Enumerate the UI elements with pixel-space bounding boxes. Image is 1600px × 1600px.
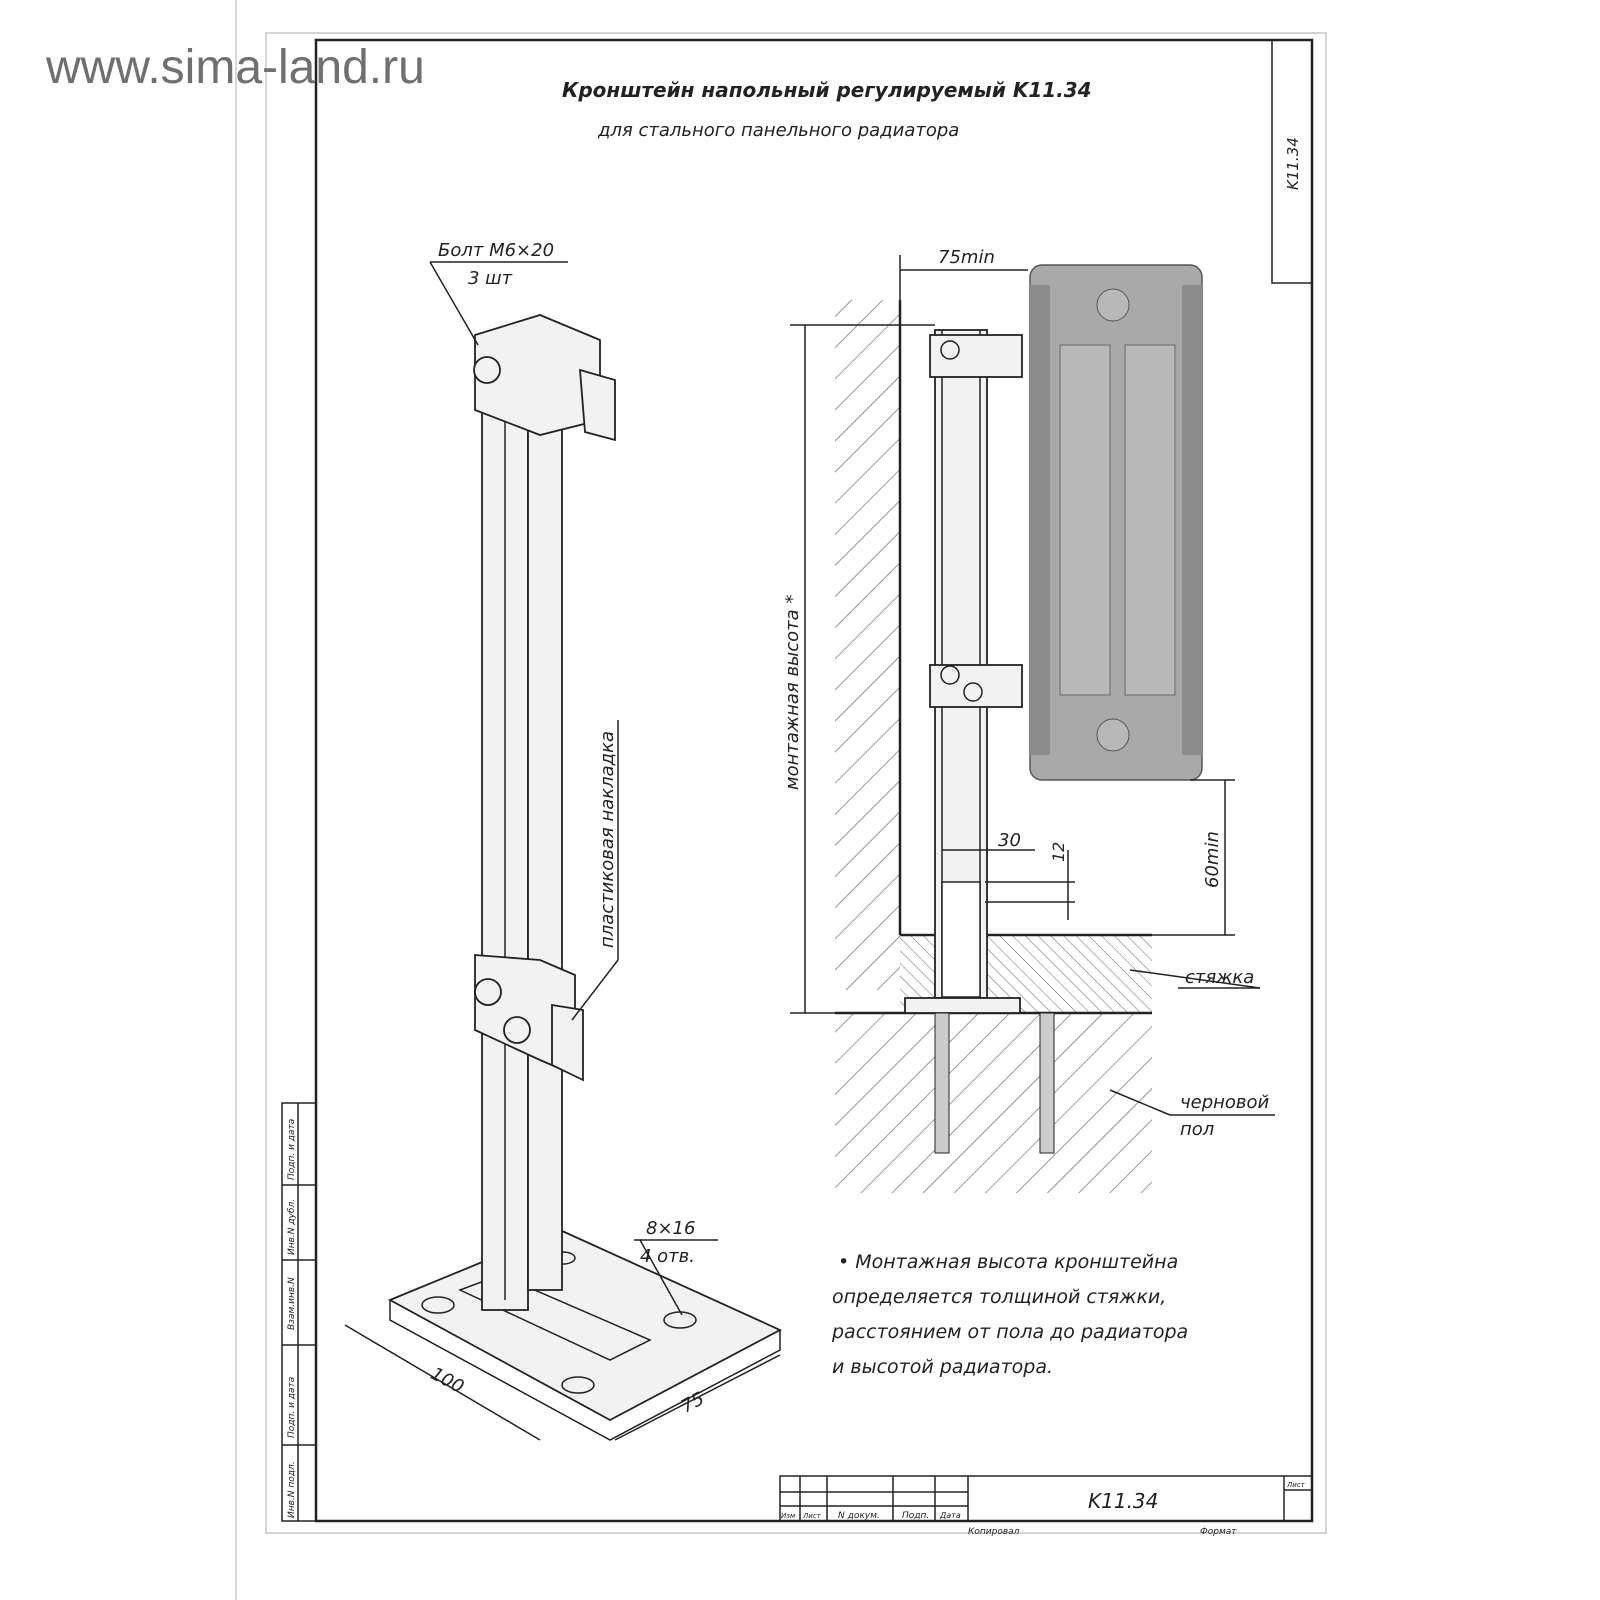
note-line: • Монтажная высота кронштейна: [838, 1251, 1178, 1273]
col-label: Дата: [939, 1511, 961, 1520]
col-label: Лист: [802, 1512, 822, 1520]
plastic-pad: [551, 1003, 584, 1082]
copied-label: Копировал: [968, 1527, 1020, 1537]
bolt-qty: 3 шт: [468, 268, 513, 289]
corner-code-box: [1271, 39, 1313, 284]
footnote: • Монтажная высота кронштейна определяет…: [831, 1251, 1188, 1378]
hole-count: 4 отв.: [640, 1246, 695, 1267]
screed-label: стяжка: [1185, 967, 1254, 988]
hole-size: 8×16: [646, 1218, 695, 1239]
col-label: Изм: [781, 1512, 796, 1520]
note-line: расстоянием от пола до радиатора: [831, 1321, 1188, 1343]
dim-width-line: [614, 1354, 781, 1441]
corner-code: K11.34: [1284, 137, 1302, 190]
dim-insert: 12: [1049, 842, 1068, 862]
dim-width: 75: [678, 1388, 708, 1417]
bolt-icon: [503, 1016, 531, 1044]
foot-plate: [904, 997, 1021, 1014]
dim-length-line: [344, 1324, 541, 1441]
stamp-label: Взам.инв.N: [287, 1277, 297, 1330]
pad-label: пластиковая накладка: [597, 731, 618, 948]
note-line: и высотой радиатора.: [832, 1356, 1053, 1378]
subfloor: [835, 1013, 1152, 1193]
stamp-label: Подп. и дата: [287, 1119, 297, 1180]
anchor-screw: [1039, 1012, 1055, 1154]
anchor-screw: [934, 1012, 950, 1154]
installation-section-view: 75min монтажная высота * 30 12 60min стя…: [782, 247, 1275, 1193]
wall: [835, 300, 900, 990]
dim-wall: 75min: [938, 247, 995, 268]
bolt-icon: [474, 978, 502, 1006]
bracket-isometric-view: Болт М6×20 3 шт пластиковая накладка 8×1…: [344, 240, 783, 1441]
col-label: Подп.: [902, 1511, 929, 1521]
sheet-label: Лист: [1286, 1481, 1306, 1489]
slot-hole: [561, 1376, 595, 1394]
format-label: Формат: [1200, 1527, 1237, 1537]
stamp-label: Инв.N подл.: [287, 1461, 297, 1518]
title-block-code: K11.34: [1088, 1489, 1158, 1513]
slot-hole: [421, 1296, 455, 1314]
drawing-title: Кронштейн напольный регулируемый K11.34: [562, 78, 1092, 102]
dim-height: монтажная высота *: [782, 595, 803, 790]
subfloor-label-2: пол: [1180, 1119, 1214, 1140]
bolt-label: Болт М6×20: [438, 240, 554, 261]
outer-frame: [265, 32, 1327, 1534]
stamp-label: Инв.N дубл.: [287, 1199, 297, 1255]
top-hook: [578, 368, 616, 442]
title-block: K11.34 Изм Лист N докум. Подп. Дата Лист…: [779, 1475, 1313, 1537]
side-stamps: Инв.N подл. Подп. и дата Взам.инв.N Инв.…: [281, 1102, 317, 1522]
dim-tube: 30: [998, 830, 1021, 851]
watermark: www.sima-land.ru: [46, 41, 425, 94]
radiator: [1029, 264, 1203, 781]
stamp-label: Подп. и дата: [287, 1377, 297, 1438]
bolt-icon: [473, 356, 501, 384]
subfloor-label: черновой: [1180, 1092, 1270, 1113]
note-line: определяется толщиной стяжки,: [832, 1286, 1166, 1308]
col-label: N докум.: [838, 1511, 880, 1521]
dim-floor: 60min: [1202, 831, 1223, 888]
drawing-subtitle: для стального панельного радиатора: [597, 120, 959, 141]
